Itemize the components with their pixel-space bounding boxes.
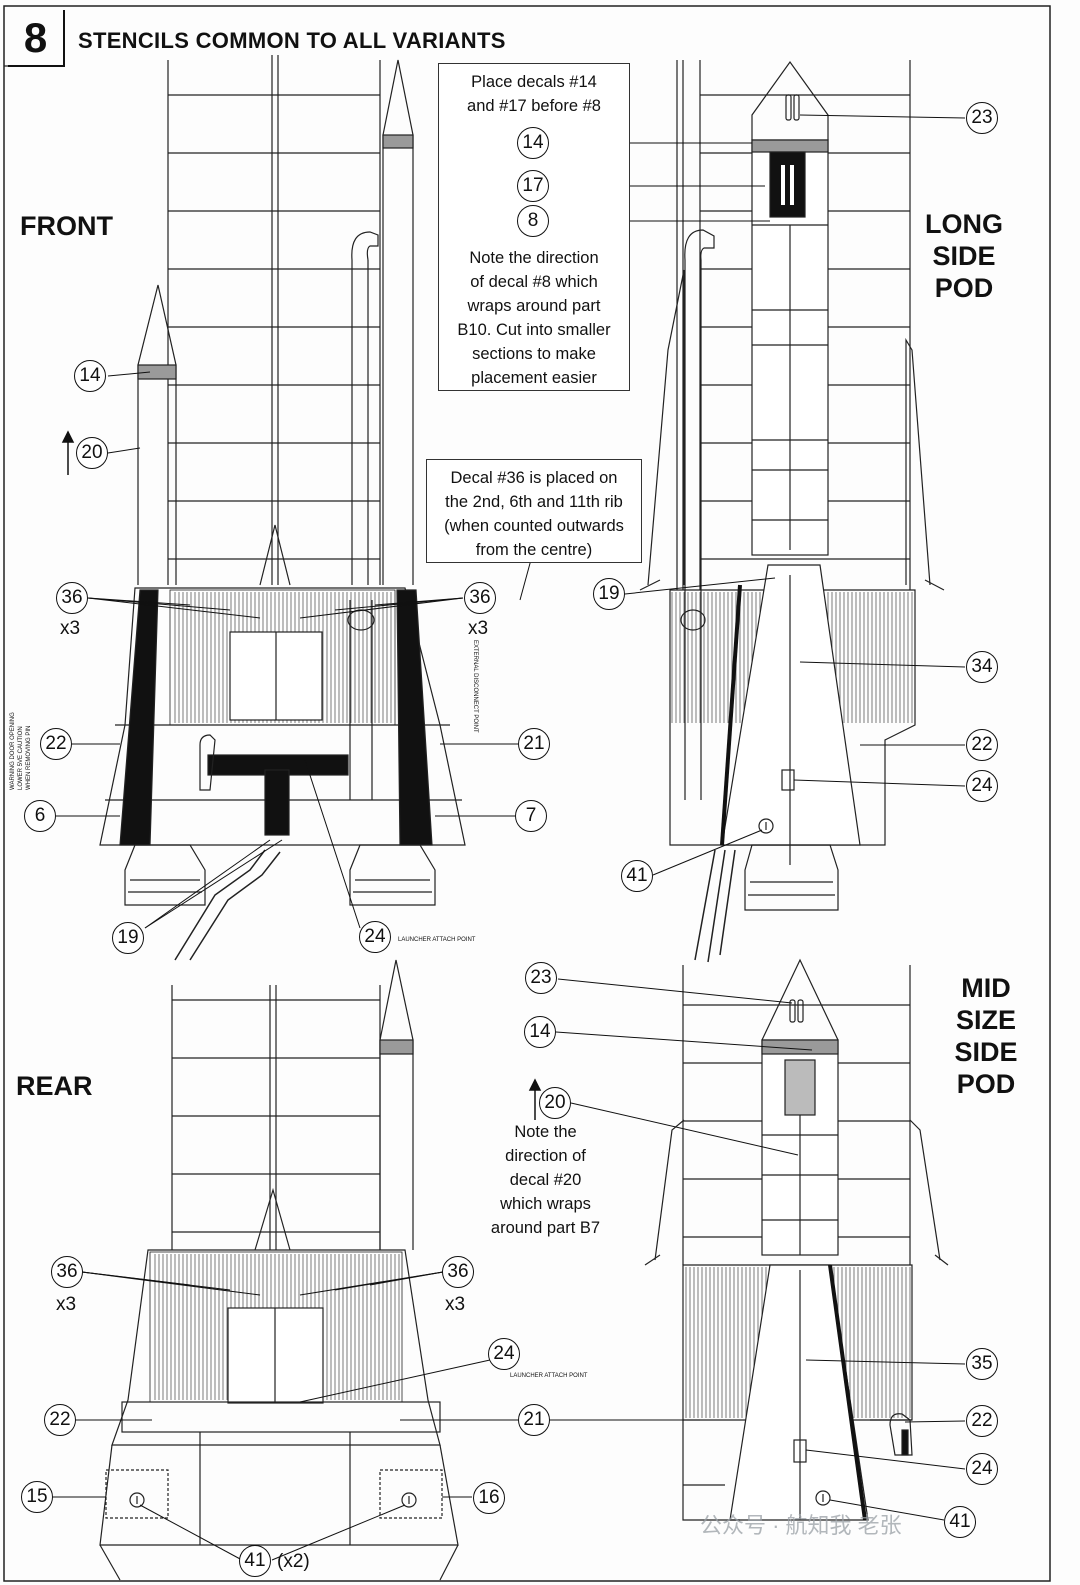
callout-decal-36: 36: [51, 1256, 83, 1288]
multiplier-x3: x3: [60, 618, 81, 639]
note-line: B10. Cut into smaller: [457, 321, 611, 339]
long-side-pod-label: LONG SIDE POD: [918, 208, 1010, 304]
page-title: STENCILS COMMON TO ALL VARIANTS: [78, 28, 506, 53]
mid-side-pod-label-line: SIZE: [955, 1005, 1016, 1035]
stencil-removing-pin: WHEN REMOVING PIN: [26, 725, 32, 790]
callout-decal-22: 22: [966, 1405, 998, 1437]
note-line: which wraps: [500, 1195, 591, 1213]
rear-view-drawing: [99, 959, 459, 1581]
callout-decal-24: 24: [966, 1453, 998, 1485]
stencil-external-disconnect: EXTERNAL DISCONNECT POINT: [472, 640, 478, 733]
callout-decal-17: 17: [517, 170, 549, 202]
callout-decal-22: 22: [40, 728, 72, 760]
callout-decal-19: 19: [112, 922, 144, 954]
callout-decal-16: 16: [473, 1482, 505, 1514]
note-line: direction of: [505, 1147, 586, 1165]
mid-side-pod-label-line: SIDE: [954, 1037, 1018, 1067]
front-view-drawing: [99, 55, 466, 961]
callout-decal-20: 20: [76, 437, 108, 469]
mid-side-pod-label-line: MID: [961, 973, 1011, 1003]
note-line: sections to make: [472, 345, 596, 363]
mid-size-side-pod-label: MID SIZE SIDE POD: [940, 972, 1032, 1100]
front-view-label: FRONT: [20, 211, 113, 241]
note-line: around part B7: [490, 1219, 601, 1237]
mid-side-pod-label-line: POD: [956, 1069, 1016, 1099]
note-line: from the centre): [475, 541, 593, 559]
callout-decal-35: 35: [966, 1348, 998, 1380]
callout-decal-6: 6: [24, 800, 56, 832]
callout-decal-24: 24: [966, 770, 998, 802]
watermark-text: 公众号 · 航知我 老张: [700, 1513, 902, 1538]
note-line: Note the direction: [469, 249, 599, 267]
callout-decal-41: 41: [621, 860, 653, 892]
callout-decal-23: 23: [966, 102, 998, 134]
callout-decal-14: 14: [74, 360, 106, 392]
callout-decal-41: 41: [944, 1506, 976, 1538]
callout-decal-14: 14: [517, 127, 549, 159]
note-line: Decal #36 is placed on: [450, 469, 618, 487]
callout-decal-23: 23: [525, 962, 557, 994]
long-side-pod-label-line: SIDE: [932, 241, 996, 271]
note-line: Note the: [514, 1123, 577, 1141]
callout-decal-24: 24: [488, 1338, 520, 1370]
callout-decal-7: 7: [515, 800, 547, 832]
note-line: wraps around part: [467, 297, 601, 315]
note-decal-36: Decal #36 is placed on the 2nd, 6th and …: [426, 459, 642, 563]
multiplier-x2: (x2): [277, 1551, 310, 1572]
callout-decal-24: 24: [359, 921, 391, 953]
note-line: of decal #8 which: [470, 273, 598, 291]
callout-decal-15: 15: [21, 1481, 53, 1513]
note-line: and #17 before #8: [467, 97, 601, 115]
callout-decal-41: 41: [239, 1545, 271, 1577]
rear-view-label: REAR: [16, 1071, 93, 1101]
callout-decal-36: 36: [442, 1256, 474, 1288]
multiplier-x3: x3: [56, 1294, 77, 1315]
note-line: (when counted outwards: [444, 517, 624, 535]
callout-decal-36: 36: [464, 582, 496, 614]
callout-decal-21: 21: [518, 728, 550, 760]
long-side-pod-label-line: POD: [934, 273, 994, 303]
multiplier-x3: x3: [445, 1294, 466, 1315]
callout-decal-22: 22: [44, 1404, 76, 1436]
callout-decal-8: 8: [517, 205, 549, 237]
stencil-lower-caution: LOWER 5VE CAUTION: [18, 726, 24, 790]
stencil-launcher-attach: LAUNCHER ATTACH POINT: [510, 1373, 588, 1379]
note-decal-8: Place decals #14 and #17 before #8 Note …: [438, 63, 630, 391]
note-line: Place decals #14: [471, 73, 597, 91]
step-number: 8: [8, 10, 65, 67]
multiplier-x3: x3: [468, 618, 489, 639]
callout-decal-14: 14: [524, 1016, 556, 1048]
callout-decal-19: 19: [593, 578, 625, 610]
note-line: the 2nd, 6th and 11th rib: [445, 493, 623, 511]
callout-decal-21: 21: [518, 1404, 550, 1436]
long-side-pod-label-line: LONG: [925, 209, 1003, 239]
note-line: placement easier: [471, 369, 597, 387]
stencil-warning-door: WARNING DOOR OPENING: [10, 712, 16, 790]
mid-side-view-drawing: [644, 958, 949, 1521]
note-decal-20: Note the direction of decal #20 which wr…: [478, 1120, 613, 1240]
callout-decal-34: 34: [966, 651, 998, 683]
long-side-view-drawing: [639, 60, 945, 963]
note-line: decal #20: [509, 1171, 582, 1189]
callout-decal-22: 22: [966, 729, 998, 761]
callout-decal-20: 20: [539, 1087, 571, 1119]
callout-decal-36: 36: [56, 582, 88, 614]
stencil-launcher-attach: LAUNCHER ATTACH POINT: [398, 937, 476, 943]
